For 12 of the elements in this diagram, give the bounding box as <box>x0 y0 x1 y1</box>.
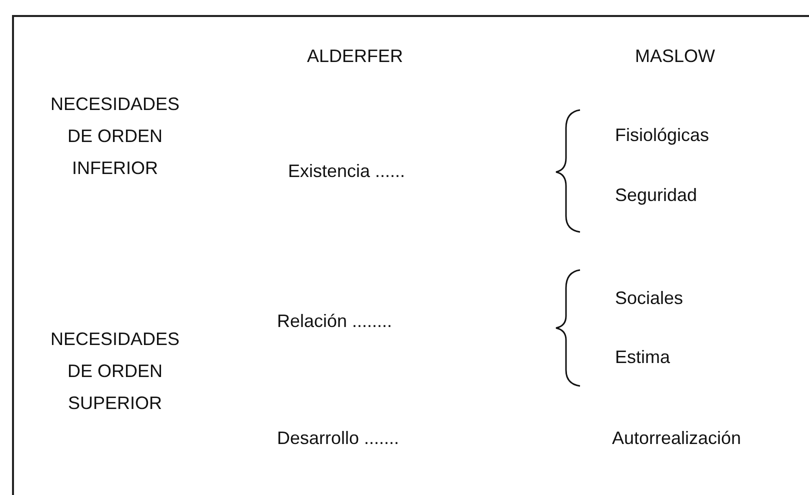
need-label: Estima <box>615 346 670 369</box>
need-label: Relación ........ <box>277 310 392 333</box>
need-label: Seguridad <box>615 184 698 207</box>
column-heading: MASLOW <box>634 45 716 68</box>
need-label: Sociales <box>615 287 684 310</box>
category-label: NECESIDADES DE ORDEN SUPERIOR <box>49 328 181 415</box>
need-label: Fisiológicas <box>615 124 710 147</box>
need-label: Autorrealización <box>612 427 742 450</box>
need-label: Existencia ...... <box>288 160 406 183</box>
category-label: NECESIDADES DE ORDEN INFERIOR <box>49 93 181 180</box>
need-label: Desarrollo ....... <box>277 427 400 450</box>
column-heading: ALDERFER <box>306 45 404 68</box>
